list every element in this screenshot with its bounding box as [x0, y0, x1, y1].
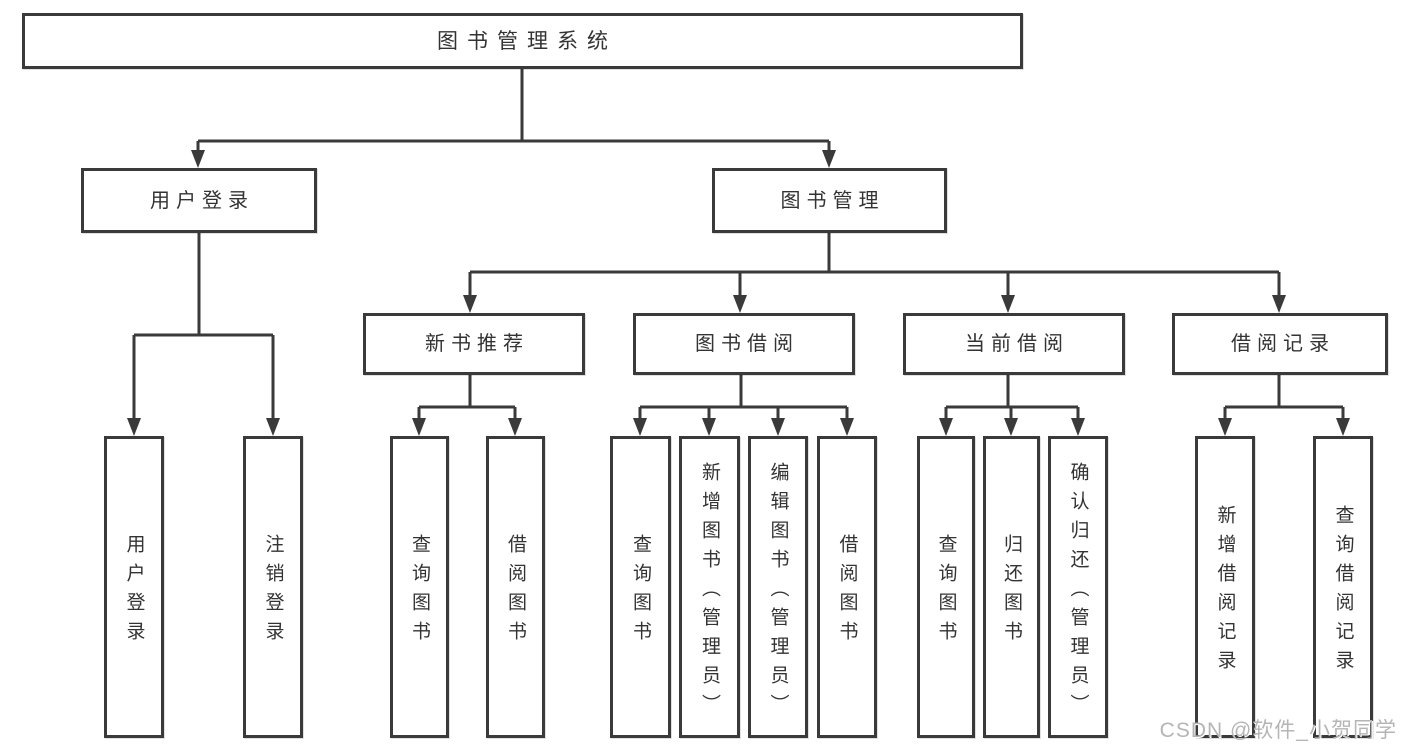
node-new-book-recommendation: 新书推荐: [363, 313, 585, 375]
connector-newbook-to-leaves: [412, 375, 522, 436]
arrow-down-icon: [1004, 418, 1018, 436]
arrow-down-icon: [127, 418, 141, 436]
connector-bookmgmt-to-level3: [463, 233, 1286, 313]
leaf-label: 归还图书: [1001, 534, 1022, 650]
node-root-label: 图书管理系统: [437, 29, 617, 53]
connector-root-to-level2: [191, 69, 836, 168]
leaf-label: 新增图书（管理员）: [699, 461, 720, 723]
node-book-management: 图书管理: [712, 168, 947, 233]
node-root: 图书管理系统: [22, 13, 1023, 69]
arrow-down-icon: [1336, 418, 1350, 436]
leaf-borrow-add-books-admin: 新增图书（管理员）: [679, 436, 740, 738]
leaf-borrow-borrow-books: 借阅图书: [817, 436, 877, 738]
node-label: 图书管理: [780, 189, 885, 212]
arrow-down-icon: [1272, 295, 1286, 313]
arrow-down-icon: [412, 418, 426, 436]
leaf-label: 编辑图书（管理员）: [767, 461, 789, 723]
arrow-down-icon: [702, 418, 716, 436]
leaf-label: 借阅图书: [505, 534, 526, 650]
leaf-current-return-books: 归还图书: [983, 436, 1040, 738]
arrow-down-icon: [771, 418, 785, 436]
node-label: 借阅记录: [1231, 333, 1335, 355]
node-label: 用户登录: [150, 189, 254, 212]
leaf-label: 注销登录: [262, 534, 284, 650]
arrow-down-icon: [463, 295, 477, 313]
arrow-down-icon: [939, 418, 953, 436]
arrow-down-icon: [733, 295, 747, 313]
leaf-label: 查询借阅记录: [1332, 505, 1354, 679]
watermark: CSDN @软件_小贺同学: [1159, 719, 1397, 742]
arrow-down-icon: [822, 150, 836, 168]
leaf-label: 查询图书: [935, 534, 957, 650]
leaf-record-add-borrow-record: 新增借阅记录: [1195, 436, 1255, 738]
node-current-borrowing: 当前借阅: [903, 313, 1125, 375]
arrow-down-icon: [508, 418, 522, 436]
arrow-down-icon: [1218, 418, 1232, 436]
leaf-newbook-query-books: 查询图书: [390, 436, 449, 738]
connector-bookborrow-to-leaves: [633, 375, 854, 436]
arrow-down-icon: [191, 150, 205, 168]
leaf-label: 查询图书: [409, 534, 430, 650]
arrow-down-icon: [840, 418, 854, 436]
leaf-current-query-books: 查询图书: [917, 436, 975, 738]
leaf-borrow-edit-books-admin: 编辑图书（管理员）: [748, 436, 808, 738]
node-label: 图书借阅: [695, 333, 799, 355]
leaf-newbook-borrow-books: 借阅图书: [486, 436, 545, 738]
leaf-borrow-query-books: 查询图书: [610, 436, 671, 738]
leaf-label: 用户登录: [123, 534, 145, 650]
connector-current-to-leaves: [939, 375, 1085, 436]
node-user-login: 用户登录: [81, 168, 317, 233]
arrow-down-icon: [266, 418, 280, 436]
leaf-label: 查询图书: [630, 534, 651, 650]
leaf-current-confirm-return-admin: 确认归还（管理员）: [1048, 436, 1108, 738]
arrow-down-icon: [633, 418, 647, 436]
node-borrowing-records: 借阅记录: [1172, 313, 1388, 375]
node-book-borrowing: 图书借阅: [633, 313, 855, 375]
leaf-label: 借阅图书: [836, 534, 858, 650]
connector-record-to-leaves: [1218, 375, 1350, 436]
leaf-record-query-borrow-record: 查询借阅记录: [1313, 436, 1373, 738]
leaf-logout: 注销登录: [243, 436, 303, 738]
node-label: 当前借阅: [965, 333, 1069, 355]
arrow-down-icon: [1071, 418, 1085, 436]
connector-userlogin-to-leaves: [127, 233, 280, 436]
node-label: 新书推荐: [425, 333, 529, 355]
leaf-label: 确认归还（管理员）: [1067, 461, 1089, 723]
leaf-user-login: 用户登录: [104, 436, 164, 738]
arrow-down-icon: [1001, 295, 1015, 313]
leaf-label: 新增借阅记录: [1214, 505, 1236, 679]
